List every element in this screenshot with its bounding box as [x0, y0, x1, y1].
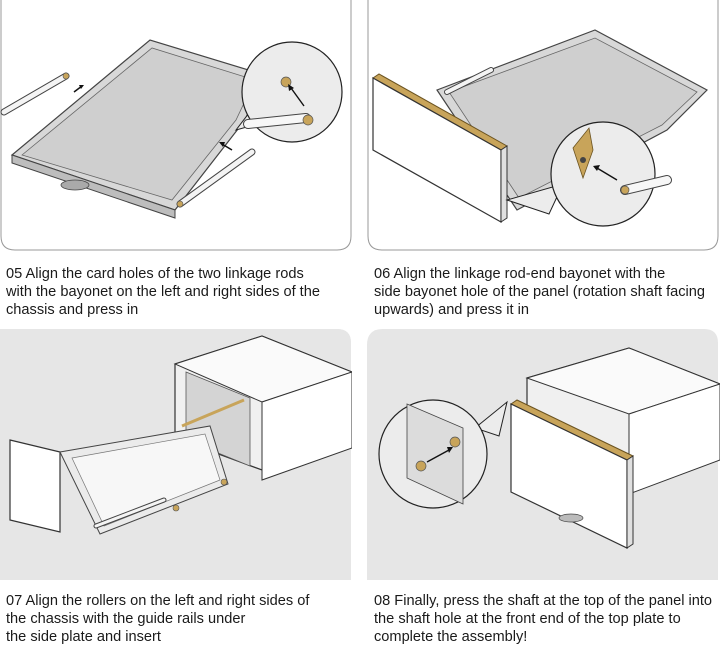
detail-zoom-bubble [505, 121, 672, 227]
front-panel [372, 73, 508, 224]
caption-line: 06 Align the linkage rod-end bayonet wit… [374, 266, 666, 282]
step-07-illustration [0, 328, 352, 580]
step-08-caption: 08 Finally, press the shaft at the top o… [374, 592, 712, 646]
step-07-caption: 07 Align the rollers on the left and rig… [6, 592, 309, 646]
step-08-illustration [367, 328, 720, 580]
cabinet-frame [173, 335, 352, 481]
linkage-rod-left [0, 72, 84, 116]
detail-zoom-bubble [378, 399, 508, 509]
drawer-tray [9, 425, 229, 535]
cabinet-assembled [509, 347, 720, 549]
caption-line: with the bayonet on the left and right s… [6, 284, 320, 300]
caption-line: chassis and press in [6, 302, 139, 318]
detail-zoom-bubble [234, 41, 343, 143]
linkage-rod-right [176, 142, 256, 208]
caption-line: 07 Align the rollers on the left and rig… [6, 593, 310, 609]
caption-line: the shaft hole at the front end of the t… [374, 611, 681, 627]
step-06-caption: 06 Align the linkage rod-end bayonet wit… [374, 265, 705, 319]
step-05-caption: 05 Align the card holes of the two linka… [6, 265, 320, 319]
caption-line: 08 Finally, press the shaft at the top o… [374, 593, 713, 609]
caption-line: the chassis with the guide rails under [6, 611, 246, 627]
caption-line: complete the assembly! [374, 629, 528, 645]
step-05-illustration [0, 0, 352, 252]
caption-line: side bayonet hole of the panel (rotation… [374, 284, 706, 300]
step-06-illustration [367, 0, 720, 252]
caption-line: 05 Align the card holes of the two linka… [6, 266, 304, 282]
caption-line: upwards) and press it in [374, 302, 529, 318]
chassis-tray [10, 39, 266, 219]
caption-line: the side plate and insert [6, 629, 161, 645]
